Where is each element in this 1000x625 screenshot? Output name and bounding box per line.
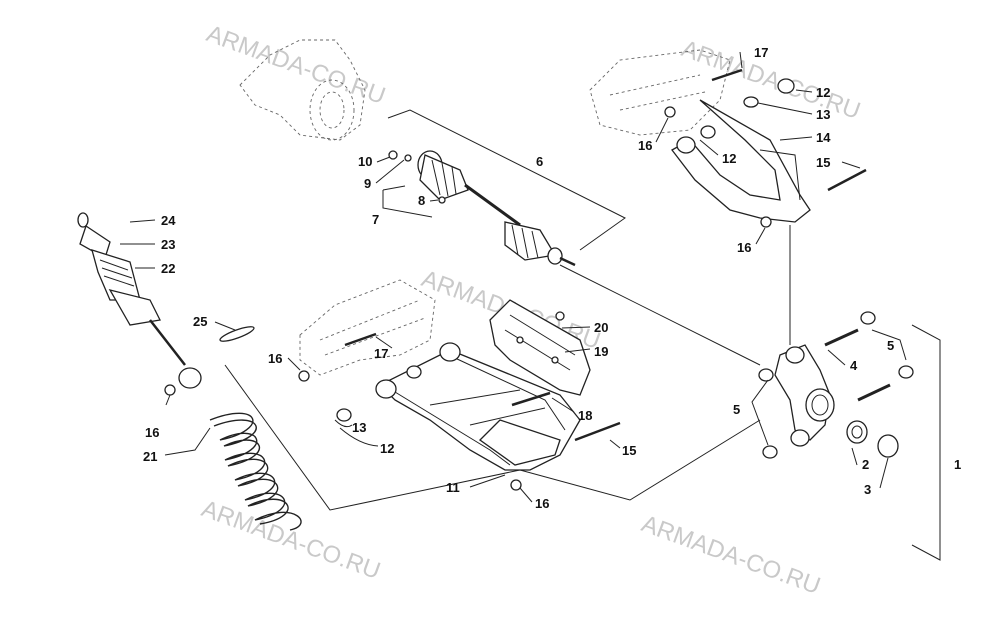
bushing-12-upper-b (700, 125, 716, 139)
bushing-5-right-bottom (898, 365, 914, 379)
callout-8: 8 (418, 193, 425, 208)
snap-ring-10 (388, 150, 398, 160)
shock-to-arm-line (224, 364, 521, 511)
guard-plate (489, 299, 591, 396)
nut-16-upper-a (664, 106, 676, 118)
callout-2: 2 (862, 457, 869, 472)
watermark-top-left: ARMADA-CO.RU (203, 20, 389, 110)
bushing-5-upper (758, 368, 774, 382)
bearing-2 (846, 420, 868, 444)
axle-to-hub-line (559, 264, 761, 366)
callout-13-upper: 13 (816, 107, 830, 122)
boot-kit-bracket-upper (382, 185, 406, 191)
callout-4: 4 (850, 358, 858, 373)
lower-frame-bracket (299, 279, 436, 376)
callout-6: 6 (536, 154, 543, 169)
nut-16-shock (164, 384, 176, 396)
lower-a-arm (375, 342, 581, 471)
callout-20: 20 (594, 320, 608, 335)
nut-16-lower-b (510, 479, 522, 491)
lower-arm-to-hub-line (519, 419, 761, 501)
bushing-13-upper (743, 96, 759, 108)
callout-10: 10 (358, 154, 372, 169)
callout-16-upper-arm: 16 (737, 240, 751, 255)
callout-1: 1 (954, 457, 961, 472)
bushing-5-lower (762, 445, 778, 459)
leader-lines (120, 51, 907, 503)
watermark-bottom-left: ARMADA-CO.RU (198, 495, 384, 585)
callout-12-top: 12 (816, 85, 830, 100)
callout-16-upper-left: 16 (638, 138, 652, 153)
callout-22: 22 (161, 261, 175, 276)
bolt-17-upper (711, 68, 743, 82)
callout-15-lower: 15 (622, 443, 636, 458)
snap-ring-3 (877, 434, 899, 458)
callout-23: 23 (161, 237, 175, 252)
callout-15-upper: 15 (816, 155, 830, 170)
steering-knuckle (774, 344, 835, 447)
bushing-12-lower (406, 365, 422, 379)
upper-a-arm (671, 99, 811, 223)
watermark-top-right: ARMADA-CO.RU (678, 35, 864, 125)
callout-5-left: 5 (733, 402, 740, 417)
bearing-2-inner (851, 425, 863, 439)
drive-axle (417, 150, 576, 267)
callout-18: 18 (578, 408, 592, 423)
callout-17-lower: 17 (374, 346, 388, 361)
clip-9 (404, 154, 412, 162)
spring-retainer-25 (219, 326, 255, 342)
hub-assembly-bracket (911, 324, 941, 561)
callout-11: 11 (446, 480, 460, 495)
bolt-15-upper (827, 168, 867, 192)
callout-3: 3 (864, 482, 871, 497)
nut-16-upper-b (760, 216, 772, 228)
callout-5-right: 5 (887, 338, 894, 353)
callout-14: 14 (816, 130, 831, 145)
callout-16-lower-bracket: 16 (268, 351, 282, 366)
callout-13-lower: 13 (352, 420, 366, 435)
sleeve-4-lower (857, 383, 891, 402)
callout-17-upper: 17 (754, 45, 768, 60)
callout-12-upper-arm: 12 (722, 151, 736, 166)
callout-12-lower-arm: 12 (380, 441, 394, 456)
bushing-12-upper (777, 78, 795, 94)
watermark-bottom-right: ARMADA-CO.RU (638, 510, 824, 600)
clamp-8 (438, 196, 446, 204)
gear-case-outline (239, 39, 366, 141)
sleeve-4-upper (824, 328, 859, 347)
boot-kit-bracket-lower (382, 190, 433, 218)
callout-16-lower-arm: 16 (535, 496, 549, 511)
bushing-13-lower (336, 408, 352, 422)
bolt-18 (511, 391, 551, 407)
callout-24: 24 (161, 213, 176, 228)
callout-21: 21 (143, 449, 157, 464)
callout-25: 25 (193, 314, 207, 329)
nut-16-lower-a (298, 370, 310, 382)
bushing-5-right-top (860, 311, 876, 325)
shock-absorber (77, 212, 202, 389)
callout-19: 19 (594, 344, 608, 359)
callout-7: 7 (372, 212, 379, 227)
screw-20 (555, 311, 565, 321)
callout-16-shock: 16 (145, 425, 159, 440)
callout-9: 9 (364, 176, 371, 191)
axle-bracket (387, 109, 626, 251)
coil-spring (209, 412, 302, 531)
upper-frame-bracket (589, 49, 731, 136)
bolt-17-lower (344, 332, 377, 347)
bolt-15-lower (574, 421, 621, 442)
